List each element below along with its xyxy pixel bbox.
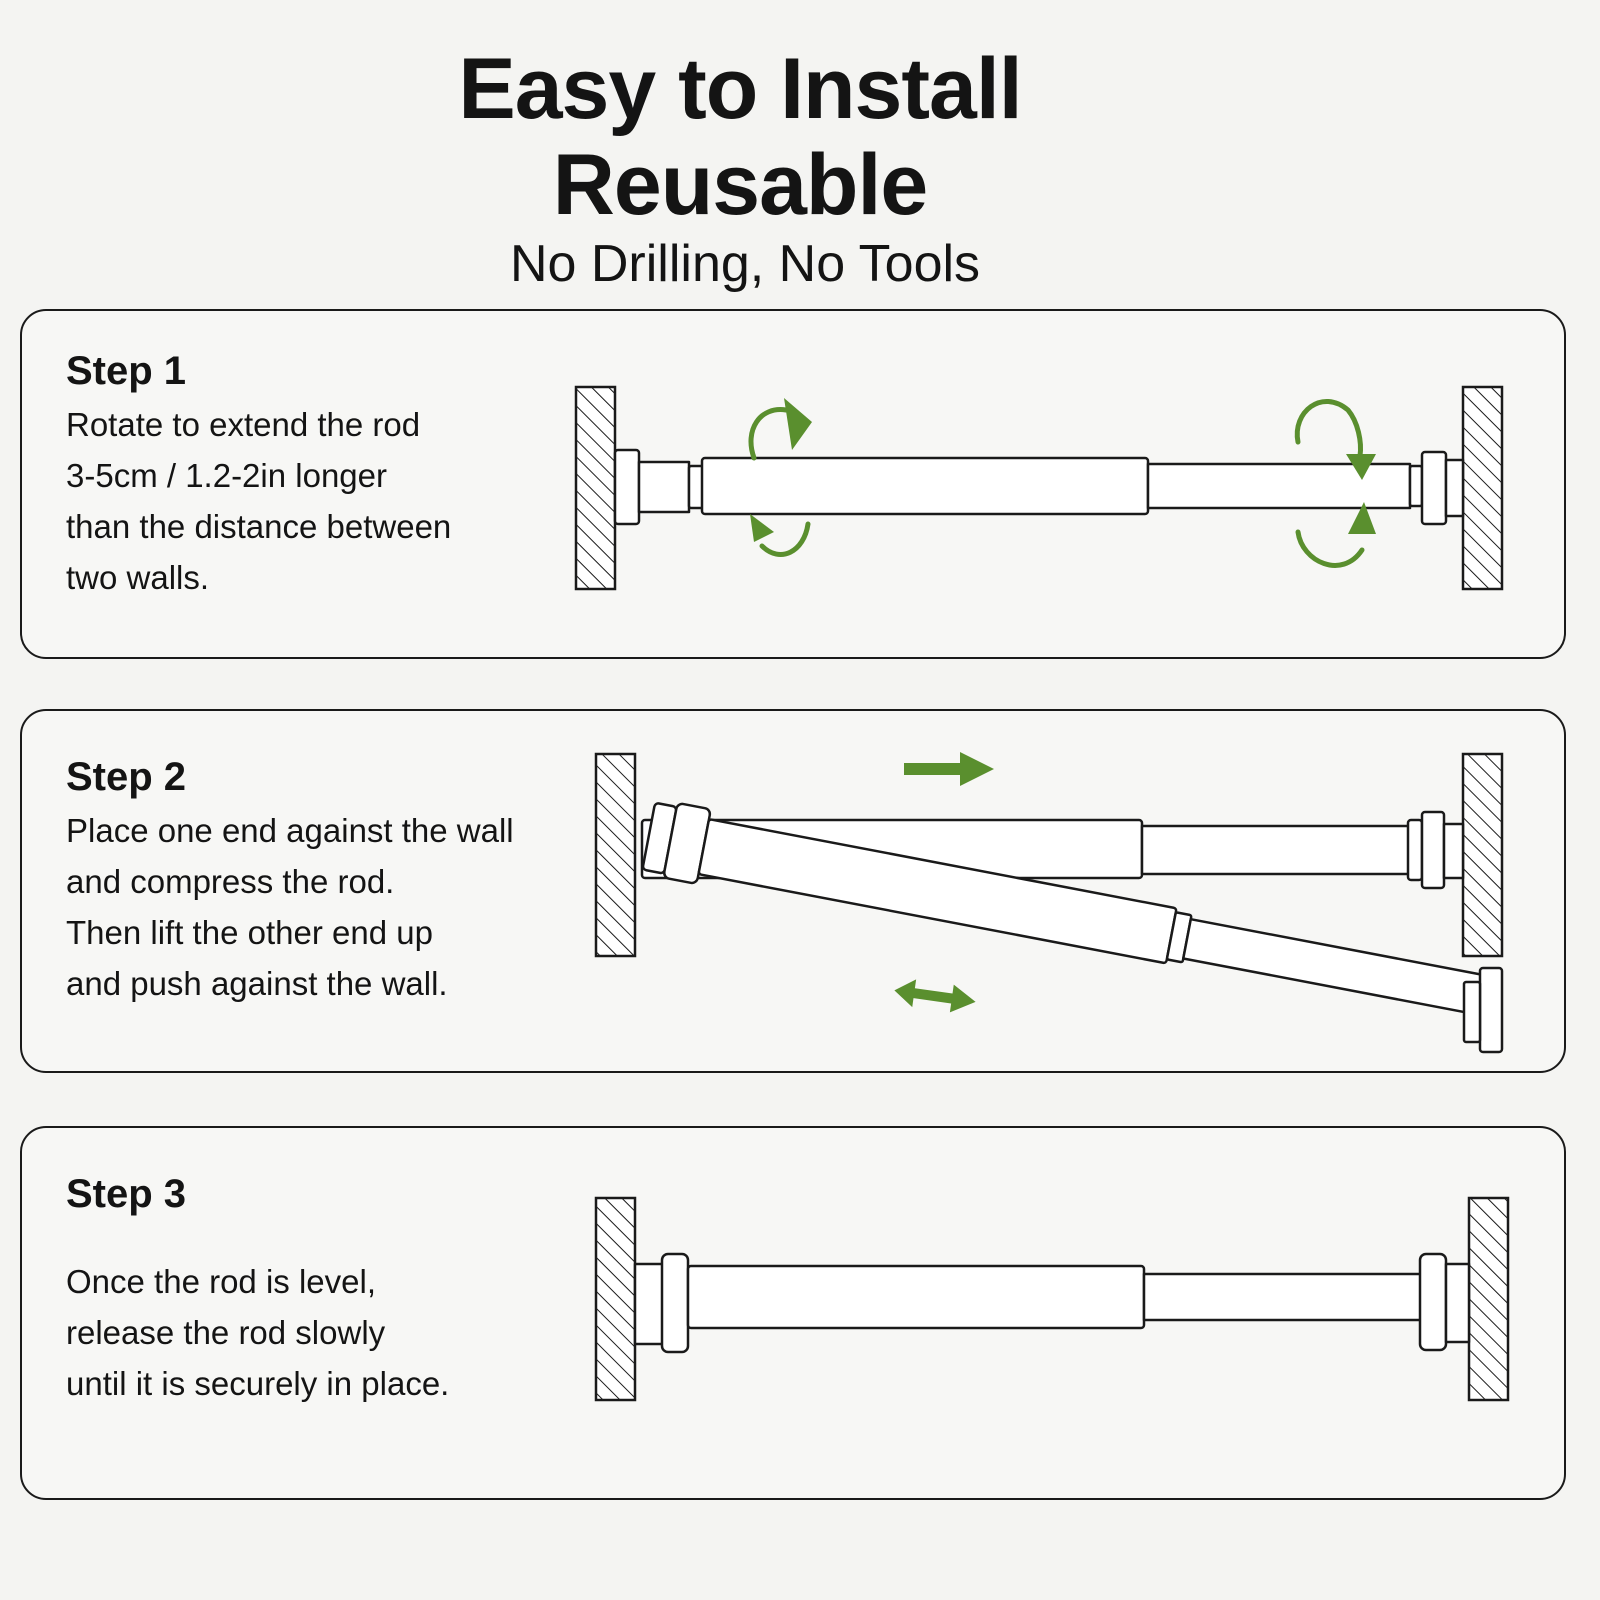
step-2-title: Step 2 (66, 755, 187, 799)
step-2-line: and push against the wall. (66, 965, 448, 1002)
step-3-title: Step 3 (66, 1172, 187, 1216)
step-1-illustration (574, 385, 1504, 591)
step-2-illustration (594, 752, 1504, 1054)
wall-hatch-icon (574, 385, 617, 591)
step-1-title: Step 1 (66, 349, 187, 393)
step-3-line: until it is securely in place. (66, 1365, 450, 1402)
step-3-illustration (594, 1196, 1510, 1402)
wall-hatch-icon (1461, 385, 1504, 591)
step-1-line: 3-5cm / 1.2-2in longer (66, 457, 387, 494)
rotate-arrow-icon (1294, 398, 1376, 568)
push-arrow-icon (904, 752, 994, 786)
tension-rod-icon (633, 1252, 1471, 1354)
step-1-card: Step 1 Rotate to extend the rod 3-5cm / … (20, 309, 1566, 659)
step-3-line: Once the rod is level, (66, 1263, 376, 1300)
page-title-line1: Easy to Install (458, 41, 1022, 137)
page-subtitle: No Drilling, No Tools (509, 235, 981, 293)
rotate-arrow-icon (748, 398, 812, 557)
step-1-line: two walls. (66, 559, 210, 596)
wall-hatch-icon (1467, 1196, 1510, 1402)
wall-hatch-icon (594, 1196, 637, 1402)
step-3-card: Step 3 Once the rod is level, release th… (20, 1126, 1566, 1500)
step-2-text: Place one end against the wall and compr… (66, 805, 606, 1009)
double-arrow-icon (894, 979, 976, 1013)
page-title-line2: Reusable (552, 137, 928, 233)
header: Easy to Install Reusable No Drilling, No… (0, 0, 1600, 300)
step-2-line: Then lift the other end up (66, 914, 433, 951)
wall-hatch-icon (594, 752, 637, 958)
step-1-line: Rotate to extend the rod (66, 406, 421, 443)
step-2-card: Step 2 Place one end against the wall an… (20, 709, 1566, 1073)
step-3-line: release the rod slowly (66, 1314, 386, 1351)
step-1-line: than the distance between (66, 508, 452, 545)
step-2-line: and compress the rod. (66, 863, 395, 900)
tension-rod-icon (613, 448, 1465, 526)
step-2-line: Place one end against the wall (66, 812, 514, 849)
rod-end-cap (1478, 966, 1504, 1054)
step-3-text: Once the rod is level, release the rod s… (66, 1256, 606, 1409)
rod-end-cap (1462, 980, 1482, 1044)
step-1-text: Rotate to extend the rod 3-5cm / 1.2-2in… (66, 399, 606, 603)
wall-hatch-icon (1461, 752, 1504, 958)
